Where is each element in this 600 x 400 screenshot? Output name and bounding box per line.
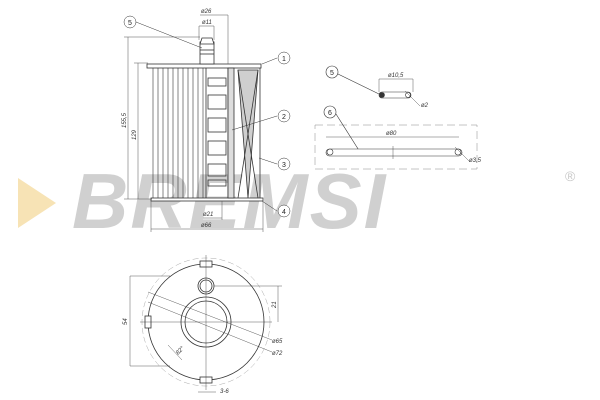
dim-top-inner-diameter: ø11 — [202, 20, 212, 26]
callout-1: 1 — [282, 56, 286, 63]
side-view-callouts — [123, 15, 291, 218]
dim-bottom-angle: 82° — [175, 345, 186, 356]
brand-triangle-icon — [18, 178, 56, 228]
callout-4: 4 — [282, 209, 286, 216]
dim-bottom-outer-diameter: ø72 — [272, 351, 283, 357]
side-view-dimensions — [124, 14, 264, 232]
callout-3: 3 — [282, 162, 286, 169]
dim-overall-height: 155,5 — [122, 112, 128, 128]
dim-top-outer-diameter: ø26 — [201, 9, 212, 15]
callout-2: 2 — [282, 114, 286, 121]
dim-body-height: 129 — [132, 129, 138, 140]
dim-outer-diameter: ø66 — [201, 223, 212, 229]
registered-mark: ® — [565, 168, 576, 184]
dim-item6-diameter: ø80 — [386, 131, 397, 137]
dim-item6-cross-section: ø3,5 — [469, 158, 482, 164]
dim-bottom-inner-diameter: ø65 — [272, 339, 283, 345]
dim-item5-diameter: ø10,5 — [388, 73, 404, 79]
bottom-view — [129, 255, 282, 393]
callout-item5: 5 — [330, 70, 334, 77]
dim-bottom-inner-diameter: ø21 — [203, 212, 213, 218]
side-view — [146, 37, 264, 202]
callout-5: 5 — [128, 20, 132, 27]
seal-item5-detail — [325, 65, 421, 107]
callout-item6: 6 — [328, 110, 332, 117]
seal-item6-detail — [314, 105, 478, 170]
dim-item5-cross-section: ø2 — [421, 103, 429, 109]
dim-bottom-offset: 21 — [272, 301, 278, 309]
dim-bottom-tab-width: 3-6 — [220, 389, 229, 395]
dim-bottom-height: 54 — [123, 318, 129, 325]
